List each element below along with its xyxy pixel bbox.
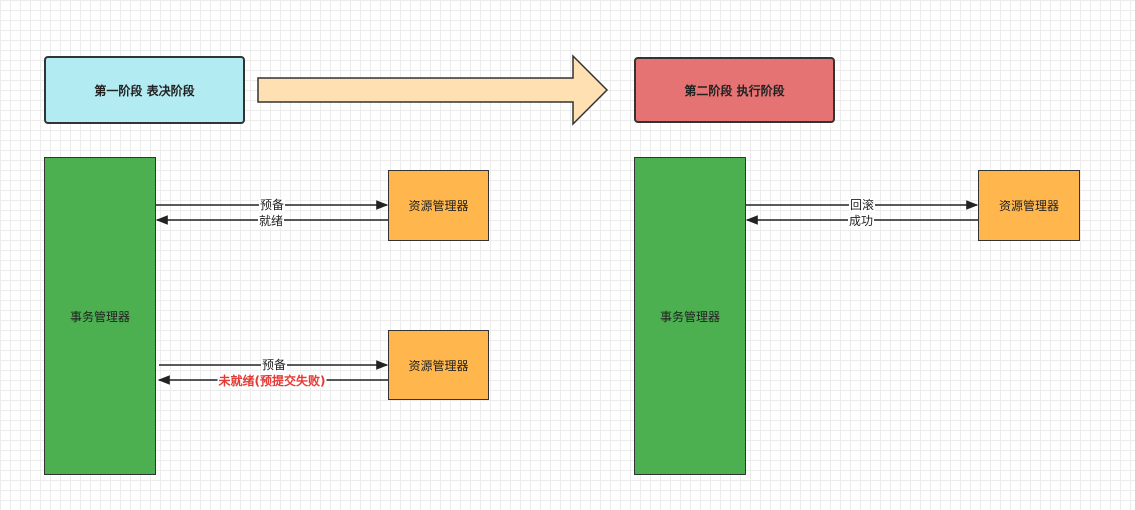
- phase-transition-arrow: [257, 54, 609, 126]
- transaction-manager-right-label: 事务管理器: [659, 309, 720, 324]
- transaction-manager-right: 事务管理器: [634, 157, 746, 475]
- label-ready-1: 就绪: [257, 214, 285, 228]
- resource-manager-left-2-label: 资源管理器: [408, 358, 469, 373]
- label-rollback: 回滚: [848, 198, 876, 212]
- resource-manager-right-label: 资源管理器: [998, 199, 1059, 213]
- phase1-box: 第一阶段 表决阶段: [44, 56, 245, 124]
- transaction-manager-left-label: 事务管理器: [69, 309, 130, 324]
- label-prepare-1: 预备: [258, 198, 286, 212]
- phase2-box: 第二阶段 执行阶段: [634, 57, 835, 123]
- resource-manager-left-1: 资源管理器: [388, 170, 489, 241]
- label-prepare-2: 预备: [260, 358, 288, 372]
- phase1-label: 第一阶段 表决阶段: [94, 83, 195, 98]
- resource-manager-left-2: 资源管理器: [388, 330, 489, 400]
- label-success: 成功: [847, 214, 875, 228]
- resource-manager-left-1-label: 资源管理器: [408, 199, 469, 213]
- transaction-manager-left: 事务管理器: [44, 157, 156, 475]
- label-not-ready-2: 未就绪(预提交失败): [217, 374, 327, 388]
- phase2-label: 第二阶段 执行阶段: [684, 83, 785, 98]
- resource-manager-right: 资源管理器: [978, 170, 1080, 241]
